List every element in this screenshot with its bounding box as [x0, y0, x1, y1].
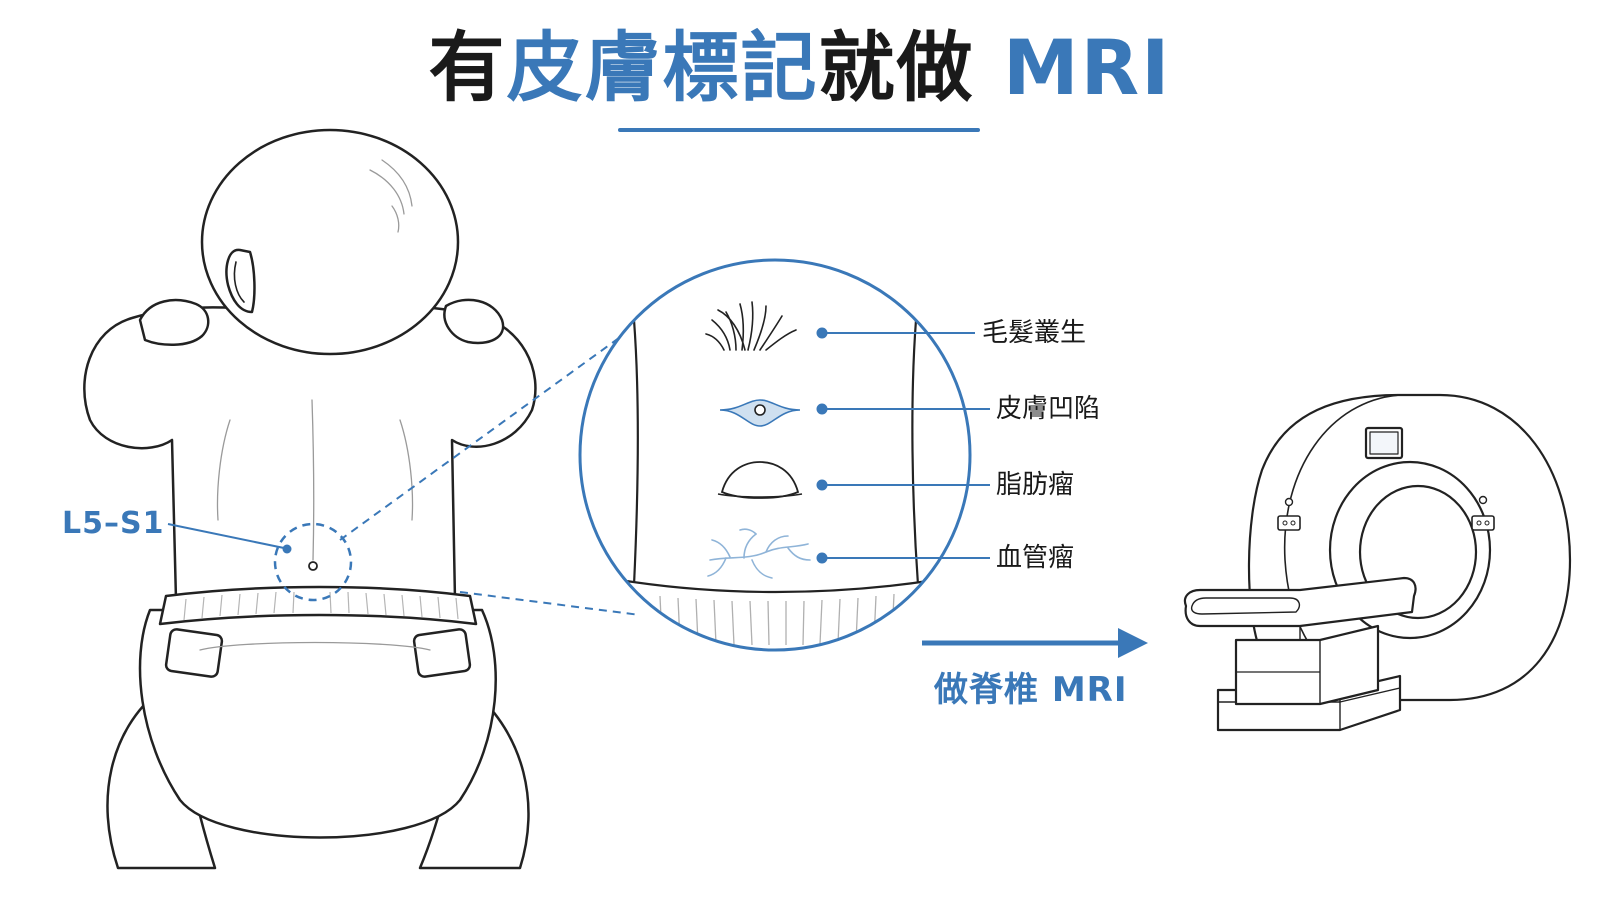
spine-level-leader — [167, 523, 285, 549]
diaper-left-tab — [164, 628, 224, 678]
title-mri: MRI — [1003, 23, 1172, 112]
title-suffix: 就做 — [818, 23, 975, 112]
title-underline — [618, 128, 980, 132]
zoom-connector-top — [339, 329, 631, 541]
spine-level-label: L5–S1 — [62, 506, 165, 541]
marker-label-lipoma: 脂肪瘤 — [996, 470, 1075, 500]
marker-label-skin-dimple: 皮膚凹陷 — [996, 394, 1101, 424]
diaper-right-tab — [412, 628, 472, 678]
mri-table-bed — [1183, 576, 1417, 628]
lipoma-icon — [717, 461, 803, 499]
hair-tuft-icon — [705, 301, 797, 351]
zoom-inset — [578, 258, 972, 652]
marker-label-hair-tuft: 毛髮叢生 — [982, 318, 1087, 348]
title-prefix: 有 — [428, 23, 507, 112]
baby-figure — [83, 128, 537, 870]
mri-scanner-icon — [1183, 393, 1572, 732]
lumbar-focus-circle — [273, 522, 353, 602]
mri-action-label: 做脊椎 MRI — [934, 670, 1128, 710]
spine-level-dot — [282, 544, 292, 554]
diaper-waistband — [158, 585, 478, 626]
title-highlight: 皮膚標記 — [506, 23, 819, 112]
diaper-body — [138, 608, 497, 839]
arrow-to-mri — [922, 628, 1148, 658]
sacral-dimple — [308, 561, 318, 571]
baby-ear — [225, 248, 256, 314]
baby-head — [200, 128, 460, 356]
skin-dimple-icon — [719, 399, 801, 427]
zoom-connector-bottom — [459, 591, 641, 616]
hemangioma-icon — [707, 528, 811, 579]
page-title: 有皮膚標記就做 MRI — [0, 18, 1600, 118]
baby-left-hand — [138, 298, 210, 346]
baby-right-hand — [443, 298, 505, 345]
marker-leaders — [816, 327, 990, 564]
marker-label-hemangioma: 血管瘤 — [996, 543, 1075, 573]
